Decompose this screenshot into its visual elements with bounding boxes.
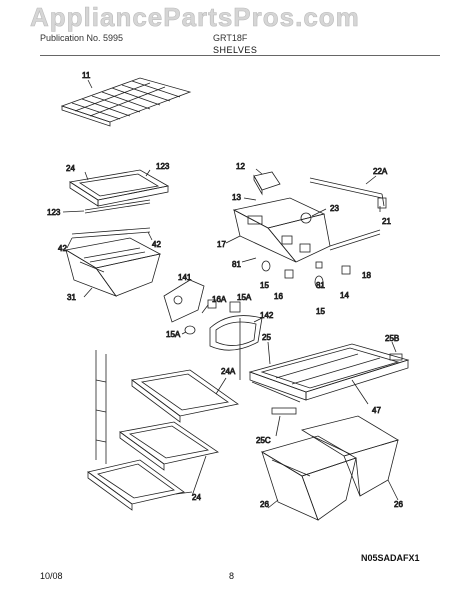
label-26-right: 26	[394, 500, 403, 509]
cabinet-liner-lines	[95, 318, 241, 464]
watermark: AppliancePartsPros.com	[30, 2, 360, 33]
crisper-drawer-part	[64, 227, 162, 297]
label-12: 12	[236, 162, 245, 171]
light-shield-part	[163, 279, 263, 351]
label-24a: 24A	[221, 367, 236, 376]
model-header: GRT18F	[213, 33, 248, 43]
label-15a-upper: 15A	[237, 293, 252, 302]
label-142: 142	[260, 311, 274, 320]
crisper-pans-part	[261, 415, 399, 521]
label-15-upper: 15	[260, 281, 269, 290]
label-42-right: 42	[152, 240, 161, 249]
label-24-top: 24	[66, 164, 75, 173]
drawing-code: N05SADAFX1	[361, 553, 420, 563]
label-23: 23	[330, 204, 339, 213]
label-47: 47	[372, 406, 381, 415]
section-title: SHELVES	[213, 45, 258, 55]
control-housing-part	[232, 171, 387, 263]
header-rule	[40, 55, 440, 56]
label-25c: 25C	[256, 436, 271, 445]
label-26-left: 26	[260, 500, 269, 509]
callout-labels: 11 123 24 123 42 42 31 12 13 22A 23 21 1…	[47, 71, 404, 510]
label-25b: 25B	[385, 334, 399, 343]
label-15a-lower: 15A	[166, 330, 181, 339]
footer-date: 10/08	[40, 571, 63, 581]
wire-shelf-part	[60, 77, 192, 127]
label-31: 31	[67, 293, 76, 302]
label-16: 16	[274, 292, 283, 301]
label-42-left: 42	[58, 244, 67, 253]
footer-page-number: 8	[229, 571, 235, 581]
lower-glass-shelves-part	[87, 369, 239, 511]
label-14: 14	[340, 291, 349, 300]
label-15-lower: 15	[316, 307, 325, 316]
label-22a: 22A	[373, 167, 388, 176]
publication-header: Publication No. 5995	[40, 33, 124, 43]
label-17: 17	[217, 240, 226, 249]
label-25: 25	[262, 333, 271, 342]
glass-shelf-part	[68, 169, 170, 214]
bulbs-and-sockets-part	[261, 260, 351, 289]
label-81-left: 81	[232, 260, 241, 269]
label-11: 11	[82, 71, 91, 80]
label-18: 18	[362, 271, 371, 280]
label-81-right: 81	[316, 281, 325, 290]
crisper-cover-part	[248, 343, 410, 415]
label-123-left: 123	[47, 208, 61, 217]
label-16a: 16A	[212, 295, 227, 304]
label-123-top: 123	[156, 162, 170, 171]
label-24-bottom: 24	[192, 493, 201, 502]
label-21: 21	[382, 217, 391, 226]
label-141: 141	[178, 273, 192, 282]
label-13: 13	[232, 193, 241, 202]
